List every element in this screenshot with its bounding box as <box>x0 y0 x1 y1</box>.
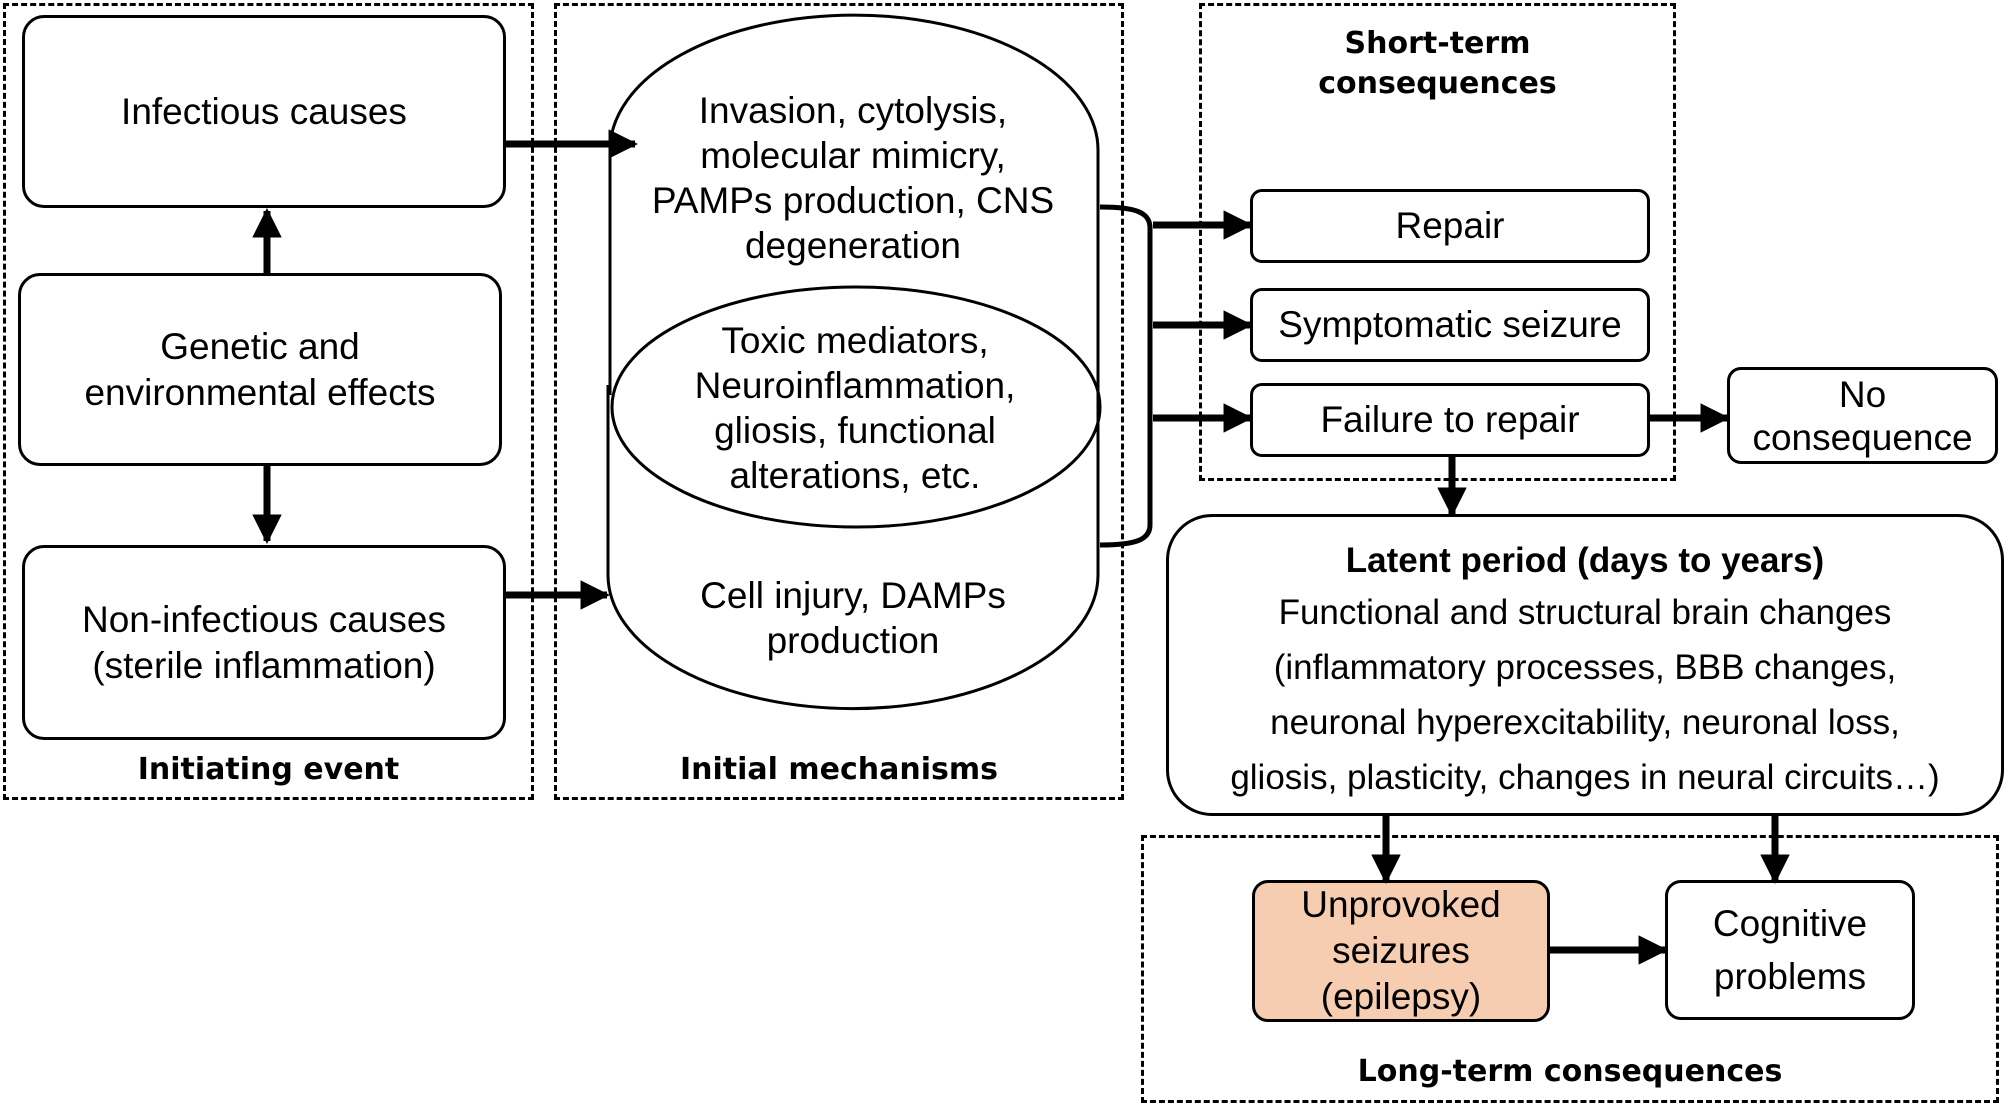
latent-period-box: Latent period (days to years) Functional… <box>1166 514 2004 816</box>
long-term-group <box>1141 835 1999 1103</box>
latent-period-body: Functional and structural brain changes … <box>1230 593 1940 797</box>
non-infectious-mechanism-text: Cell injury, DAMPs production <box>700 575 1006 661</box>
non-infectious-mechanism-shape <box>606 385 1100 711</box>
infectious-mechanism-text: Invasion, cytolysis, molecular mimicry, … <box>651 90 1055 266</box>
short-term-label: Short-term consequences <box>1318 26 1557 101</box>
initial-mechanisms-label: Initial mechanisms <box>679 752 998 787</box>
non-infectious-causes-box: Non-infectious causes (sterile inflammat… <box>22 545 506 740</box>
mechanisms-bracket <box>1099 204 1153 548</box>
cognitive-problems-box: Cognitive problems <box>1665 880 1915 1020</box>
infectious-mechanism-shape <box>608 13 1100 395</box>
initiating-event-group <box>3 3 534 800</box>
long-term-label: Long-term consequences <box>1357 1054 1783 1089</box>
shared-mechanism-text: Toxic mediators, Neuroinflammation, glio… <box>694 320 1016 496</box>
latent-period-title: Latent period (days to years) <box>1345 541 1825 580</box>
repair-box: Repair <box>1250 189 1650 263</box>
short-term-group <box>1199 3 1676 481</box>
initial-mechanisms-group <box>554 3 1124 800</box>
shared-mechanism-ellipse <box>610 285 1102 529</box>
genetic-environmental-box: Genetic and environmental effects <box>18 273 502 466</box>
unprovoked-seizures-box: Unprovoked seizures (epilepsy) <box>1252 880 1550 1022</box>
initiating-event-label: Initiating event <box>137 752 400 787</box>
symptomatic-seizure-box: Symptomatic seizure <box>1250 288 1650 362</box>
no-consequence-box: No consequence <box>1727 367 1998 464</box>
infectious-causes-box: Infectious causes <box>22 15 506 208</box>
failure-to-repair-box: Failure to repair <box>1250 383 1650 457</box>
